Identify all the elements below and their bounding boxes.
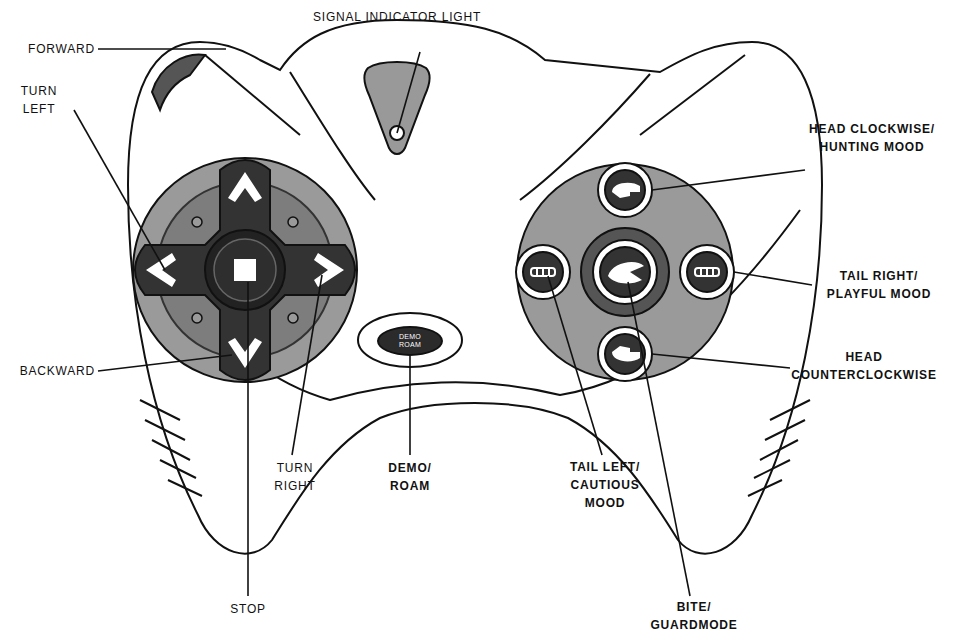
signal-light-housing: [364, 62, 429, 154]
direction-pad-cross: [135, 160, 355, 380]
tail-left-button: [516, 245, 570, 299]
left-arrow: [146, 253, 176, 287]
action-pad-base: [517, 164, 733, 380]
part-label: HEAD COUNTERCLOCKWISE: [776, 348, 952, 384]
part-label: FORWARD: [5, 40, 95, 58]
part-label: BACKWARD: [5, 362, 95, 380]
leader-line: [397, 52, 420, 133]
part-label: DEMO/ ROAM: [372, 459, 448, 495]
dino-head-icon: [612, 183, 640, 198]
tail-right-button: [687, 252, 727, 292]
part-label: SIGNAL INDICATOR LIGHT: [312, 8, 482, 26]
bite-button: [600, 247, 650, 297]
leader-line: [409, 356, 411, 455]
part-label: TAIL LEFT/ CAUTIOUS MOOD: [556, 458, 654, 512]
leader-line: [628, 282, 690, 596]
pad-dot: [288, 313, 298, 323]
part-label: HEAD CLOCKWISE/ HUNTING MOOD: [806, 120, 938, 156]
pad-dot: [288, 217, 298, 227]
head-counterclockwise-button: [598, 327, 652, 381]
direction-pad-base: [133, 158, 357, 382]
head-clockwise-button: [598, 163, 652, 217]
dino-jaw-icon: [608, 262, 644, 284]
dino-head-icon: [612, 346, 640, 361]
part-label: TURN LEFT: [8, 82, 70, 118]
leader-line: [98, 48, 226, 50]
shoulder-bumper: [152, 55, 205, 110]
tail-icon: [701, 268, 713, 276]
leader-line: [292, 275, 322, 455]
demo-button: DEMO ROAM: [377, 326, 443, 356]
part-label: TAIL RIGHT/ PLAYFUL MOOD: [812, 267, 946, 303]
right-arrow: [314, 253, 344, 287]
backward-arrow: [228, 338, 262, 368]
shoulder-line: [205, 55, 300, 135]
stop-button: [205, 230, 285, 310]
leader-line: [98, 355, 232, 371]
leader-line: [548, 276, 602, 455]
tail-icon: [695, 268, 719, 276]
part-label: BITE/ GUARDMODE: [638, 598, 750, 634]
action-buttons: [516, 163, 734, 381]
pad-dot: [192, 313, 202, 323]
leader-line: [74, 110, 165, 270]
part-label: TURN RIGHT: [264, 459, 326, 495]
bite-button: [593, 240, 657, 304]
leader-line: [247, 282, 249, 596]
tail-icon: [531, 268, 555, 276]
forward-arrow: [228, 172, 262, 202]
controller-body: [128, 20, 822, 554]
tail-right-button: [680, 245, 734, 299]
grip-ridge: [748, 400, 810, 496]
part-label: STOP: [218, 600, 278, 618]
head-clockwise-button: [605, 170, 645, 210]
leader-line: [652, 170, 805, 190]
leader-lines: [74, 49, 812, 596]
stop-button-ring: [214, 239, 276, 301]
stop-square: [234, 259, 256, 281]
tail-left-button: [523, 252, 563, 292]
button-text: DEMO ROAM: [395, 333, 425, 349]
pad-dot: [192, 217, 202, 227]
leader-line: [652, 354, 790, 368]
grip-ridge: [140, 400, 202, 496]
leader-line: [734, 272, 812, 285]
action-center-ring: [581, 228, 669, 316]
tail-icon: [537, 268, 549, 276]
shoulder-line: [640, 55, 745, 135]
